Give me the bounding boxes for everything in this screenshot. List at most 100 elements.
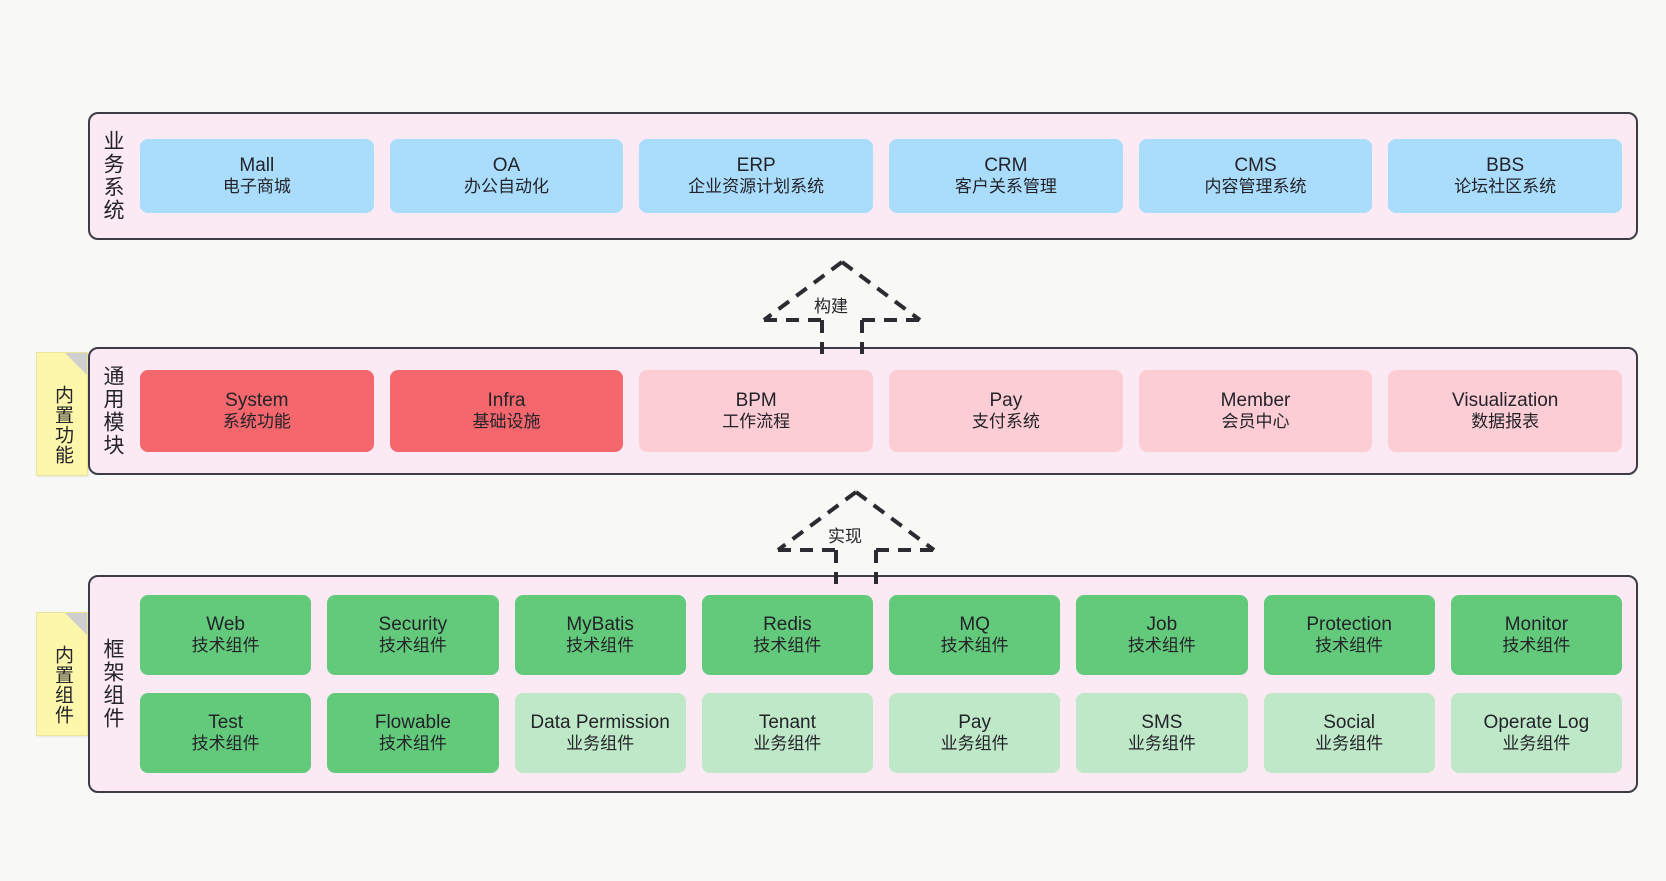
box-title: Infra: [487, 390, 526, 412]
box-title: Web: [206, 614, 245, 636]
panel-label-common-modules: 通用模块: [101, 365, 125, 457]
framework-box-web[interactable]: Web 技术组件: [140, 595, 312, 675]
box-title: System: [225, 390, 289, 412]
module-box-infra[interactable]: Infra 基础设施: [389, 370, 624, 452]
arrow-label-implement: 实现: [828, 527, 862, 546]
box-title: Pay: [958, 712, 991, 734]
framework-box-monitor[interactable]: Monitor 技术组件: [1450, 595, 1622, 675]
framework-business-row: Test 技术组件 Flowable 技术组件 Data Permission …: [140, 693, 1622, 773]
box-subtitle: 电子商城: [222, 177, 291, 197]
box-subtitle: 技术组件: [191, 734, 260, 754]
box-subtitle: 数据报表: [1471, 412, 1540, 432]
business-row: Mall 电子商城 OA 办公自动化 ERP 企业资源计划系统 CRM 客户关系…: [140, 139, 1623, 213]
framework-box-protection[interactable]: Protection 技术组件: [1263, 595, 1435, 675]
panel-framework-components: 框架组件 Web 技术组件 Security 技术组件 MyBatis 技术组件…: [88, 575, 1638, 793]
box-subtitle: 业务组件: [1127, 734, 1196, 754]
business-box-cms[interactable]: CMS 内容管理系统: [1138, 139, 1373, 213]
box-subtitle: 技术组件: [1502, 636, 1571, 656]
box-title: SMS: [1141, 712, 1183, 734]
box-title: Social: [1323, 712, 1375, 734]
panel-body-business-systems: Mall 电子商城 OA 办公自动化 ERP 企业资源计划系统 CRM 客户关系…: [134, 114, 1636, 238]
box-subtitle: 支付系统: [971, 412, 1040, 432]
panel-business-systems: 业务系统 Mall 电子商城 OA 办公自动化 ERP 企业资源计划系统 CRM…: [88, 112, 1638, 240]
box-subtitle: 办公自动化: [464, 177, 549, 197]
box-title: Operate Log: [1483, 712, 1590, 734]
framework-box-redis[interactable]: Redis 技术组件: [701, 595, 873, 675]
framework-box-mybatis[interactable]: MyBatis 技术组件: [514, 595, 686, 675]
box-subtitle: 技术组件: [566, 636, 635, 656]
business-box-crm[interactable]: CRM 客户关系管理: [889, 139, 1123, 213]
note-fold-corner-icon: [65, 613, 87, 635]
box-subtitle: 技术组件: [378, 734, 447, 754]
box-subtitle: 技术组件: [191, 636, 260, 656]
business-box-erp[interactable]: ERP 企业资源计划系统: [639, 139, 874, 213]
box-title: BBS: [1486, 155, 1525, 177]
box-title: OA: [492, 155, 521, 177]
framework-box-tenant[interactable]: Tenant 业务组件: [701, 693, 873, 773]
box-subtitle: 会员中心: [1221, 412, 1290, 432]
box-subtitle: 技术组件: [378, 636, 447, 656]
framework-box-security[interactable]: Security 技术组件: [327, 595, 499, 675]
box-title: Redis: [763, 614, 812, 636]
box-title: Member: [1220, 390, 1291, 412]
sticky-note-text: 内置组件: [51, 645, 73, 725]
framework-box-mq[interactable]: MQ 技术组件: [889, 595, 1061, 675]
framework-box-pay[interactable]: Pay 业务组件: [889, 693, 1061, 773]
modules-row: System 系统功能 Infra 基础设施 BPM 工作流程 Pay 支付系统…: [140, 370, 1623, 452]
box-title: Mall: [239, 155, 275, 177]
box-subtitle: 业务组件: [753, 734, 822, 754]
sticky-note-builtin-function: 内置功能: [36, 352, 88, 476]
box-subtitle: 技术组件: [940, 636, 1009, 656]
box-subtitle: 企业资源计划系统: [688, 177, 825, 197]
box-subtitle: 论坛社区系统: [1454, 177, 1557, 197]
box-subtitle: 业务组件: [940, 734, 1009, 754]
framework-box-flowable[interactable]: Flowable 技术组件: [327, 693, 499, 773]
box-subtitle: 业务组件: [1502, 734, 1571, 754]
module-box-pay[interactable]: Pay 支付系统: [889, 370, 1123, 452]
framework-box-test[interactable]: Test 技术组件: [140, 693, 312, 773]
box-title: Monitor: [1504, 614, 1569, 636]
box-title: Tenant: [758, 712, 816, 734]
box-title: ERP: [736, 155, 776, 177]
box-subtitle: 业务组件: [566, 734, 635, 754]
box-subtitle: 系统功能: [222, 412, 291, 432]
box-subtitle: 客户关系管理: [954, 177, 1057, 197]
framework-box-job[interactable]: Job 技术组件: [1076, 595, 1248, 675]
panel-label-business-systems: 业务系统: [101, 130, 125, 222]
module-box-visualization[interactable]: Visualization 数据报表: [1388, 370, 1623, 452]
module-box-bpm[interactable]: BPM 工作流程: [639, 370, 874, 452]
arrow-label-build: 构建: [814, 297, 848, 316]
box-title: Protection: [1306, 614, 1392, 636]
panel-label-framework-components: 框架组件: [101, 638, 125, 730]
panel-body-framework-components: Web 技术组件 Security 技术组件 MyBatis 技术组件 Redi…: [134, 577, 1636, 791]
framework-tech-row: Web 技术组件 Security 技术组件 MyBatis 技术组件 Redi…: [140, 595, 1622, 675]
business-box-bbs[interactable]: BBS 论坛社区系统: [1388, 139, 1623, 213]
box-title: Flowable: [374, 712, 451, 734]
panel-common-modules: 通用模块 System 系统功能 Infra 基础设施 BPM 工作流程 Pay…: [88, 347, 1638, 475]
framework-box-social[interactable]: Social 业务组件: [1263, 693, 1435, 773]
framework-box-data-permission[interactable]: Data Permission 业务组件: [514, 693, 686, 773]
module-box-member[interactable]: Member 会员中心: [1138, 370, 1373, 452]
panel-body-common-modules: System 系统功能 Infra 基础设施 BPM 工作流程 Pay 支付系统…: [134, 349, 1636, 473]
business-box-oa[interactable]: OA 办公自动化: [389, 139, 624, 213]
box-title: Security: [378, 614, 448, 636]
box-title: MQ: [959, 614, 990, 636]
arrow-build: 构建: [752, 258, 932, 354]
box-title: Job: [1146, 614, 1178, 636]
box-title: MyBatis: [566, 614, 634, 636]
box-subtitle: 基础设施: [472, 412, 541, 432]
box-subtitle: 技术组件: [1127, 636, 1196, 656]
framework-box-sms[interactable]: SMS 业务组件: [1076, 693, 1248, 773]
box-title: CMS: [1234, 155, 1277, 177]
box-subtitle: 内容管理系统: [1204, 177, 1307, 197]
sticky-note-builtin-component: 内置组件: [36, 612, 88, 736]
box-title: Data Permission: [530, 712, 670, 734]
box-title: Pay: [989, 390, 1023, 412]
framework-box-operate-log[interactable]: Operate Log 业务组件: [1450, 693, 1622, 773]
dashed-generalization-arrow-icon: [776, 490, 936, 584]
business-box-mall[interactable]: Mall 电子商城: [140, 139, 374, 213]
box-subtitle: 业务组件: [1315, 734, 1384, 754]
module-box-system[interactable]: System 系统功能: [140, 370, 374, 452]
box-subtitle: 技术组件: [1315, 636, 1384, 656]
